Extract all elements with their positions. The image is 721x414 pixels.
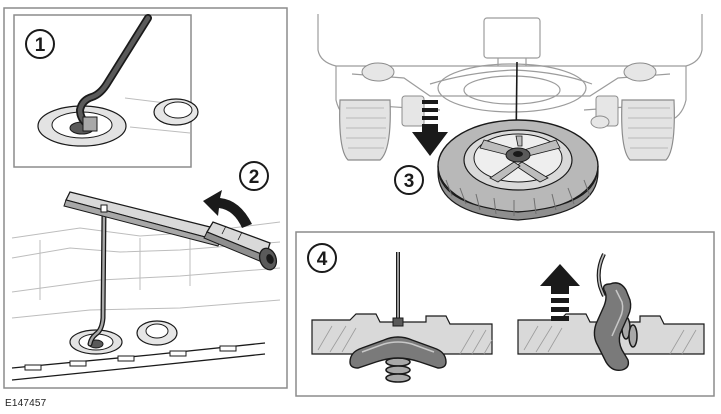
access-hole	[69, 329, 123, 355]
spare-wheel-hook-icon	[593, 253, 638, 372]
spare-wheel-icon	[437, 119, 599, 221]
rear-tyre-right	[621, 99, 675, 161]
figure-reference-code: E147457	[5, 398, 47, 409]
step-1-number: 1	[35, 35, 46, 56]
wheel-brace-icon	[76, 14, 152, 132]
hole-cover-cap	[136, 320, 178, 346]
step-3-badge: 3	[394, 165, 424, 195]
down-arrow-icon	[412, 100, 448, 156]
up-arrow-icon	[540, 264, 580, 321]
step-4-badge: 4	[307, 243, 337, 273]
suspension-parts	[361, 62, 657, 129]
stowed-spare-outline	[437, 63, 587, 113]
rotate-arrow-icon	[203, 190, 252, 228]
bumper-blocks	[24, 345, 237, 371]
wheel-rim-section-left	[311, 313, 493, 355]
step-4-number: 4	[317, 249, 328, 270]
spare-wheel-hook-icon	[349, 252, 447, 383]
step-3-number: 3	[404, 171, 415, 192]
step-2-number: 2	[249, 167, 260, 188]
wheel-brace-icon	[63, 191, 278, 347]
step-1-badge: 1	[25, 29, 55, 59]
step-2-badge: 2	[239, 161, 269, 191]
rear-tyre-left	[339, 99, 391, 161]
